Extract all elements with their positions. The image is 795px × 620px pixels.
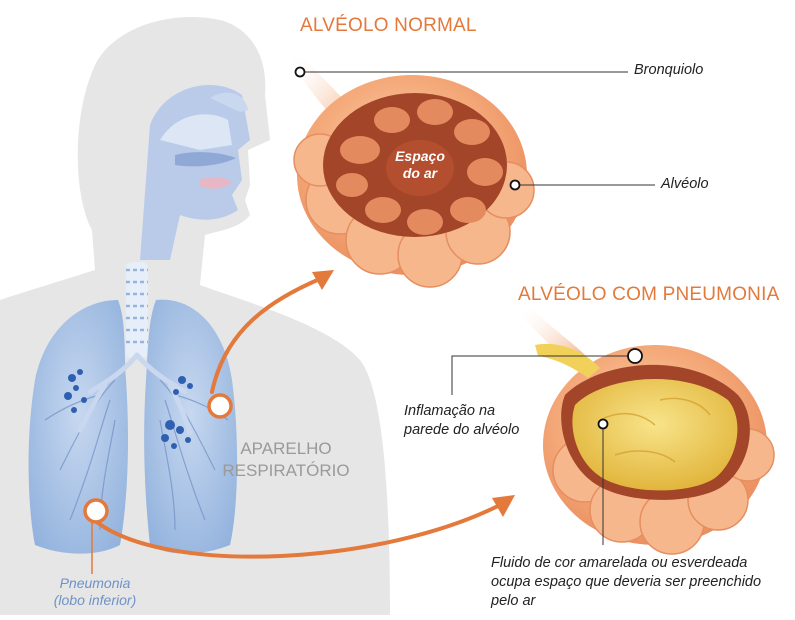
label-pneumonia-lobe: Pneumonia (lobo inferior) bbox=[30, 575, 160, 609]
label-respiratory-system: APARELHO RESPIRATÓRIO bbox=[206, 438, 366, 482]
fluid-line-2: ocupa espaço que deveria ser preenchido bbox=[491, 573, 791, 592]
system-line-1: APARELHO bbox=[206, 438, 366, 460]
pneumonia-line-1: Pneumonia bbox=[30, 575, 160, 592]
heading-pneumonia-alveolus: ALVÉOLO COM PNEUMONIA bbox=[518, 284, 779, 306]
air-space-line-2: do ar bbox=[385, 165, 455, 182]
fluid-line-1: Fluido de cor amarelada ou esverdeada bbox=[491, 554, 791, 573]
label-fluid: Fluido de cor amarelada ou esverdeada oc… bbox=[491, 554, 791, 611]
system-line-2: RESPIRATÓRIO bbox=[206, 460, 366, 482]
fluid-line-3: pelo ar bbox=[491, 592, 791, 611]
heading-normal-alveolus: ALVÉOLO NORMAL bbox=[300, 15, 477, 37]
label-bronchiole: Bronquiolo bbox=[634, 62, 703, 78]
pneumonia-line-2: (lobo inferior) bbox=[30, 592, 160, 609]
label-air-space: Espaço do ar bbox=[385, 148, 455, 182]
inflammation-line-1: Inflamação na bbox=[404, 402, 554, 421]
label-inflammation: Inflamação na parede do alvéolo bbox=[404, 402, 554, 440]
pneumonia-alveolus bbox=[520, 308, 774, 554]
inflammation-line-2: parede do alvéolo bbox=[404, 421, 554, 440]
label-alveolus: Alvéolo bbox=[661, 176, 709, 192]
air-space-line-1: Espaço bbox=[385, 148, 455, 165]
trachea bbox=[126, 262, 148, 358]
